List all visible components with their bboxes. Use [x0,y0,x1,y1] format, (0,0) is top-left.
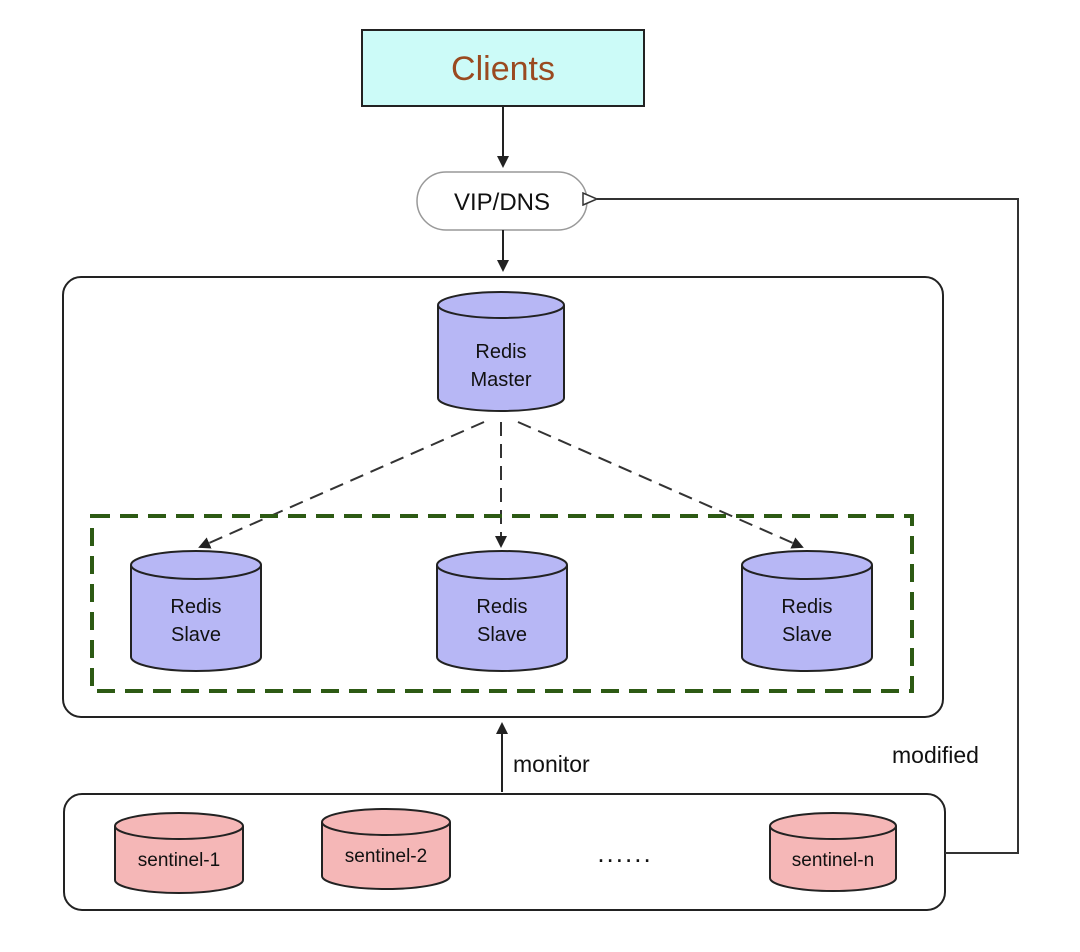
edge-master-to-slave-1 [198,421,485,549]
sentinel-ellipsis: ...... [597,838,652,868]
clients-label: Clients [451,50,555,88]
redis-slave-label-line2: Slave [171,624,221,646]
redis-slave-label-line1: Redis [170,596,221,618]
redis-slave-label-line2: Slave [477,624,527,646]
redis-slave-label-line1: Redis [476,596,527,618]
monitor-label: monitor [513,751,590,777]
slave-group-border [90,514,914,693]
sentinel-node: sentinel-1 [114,812,244,894]
redis-slave-label-line2: Slave [782,624,832,646]
sentinel-label: sentinel-2 [345,846,427,867]
clients-node: Clients [361,29,645,107]
redis-master-label-line1: Redis [475,341,526,363]
vip-dns-label: VIP/DNS [454,189,550,216]
redis-slave-node: Redis Slave [741,550,873,672]
redis-cluster-container [62,276,944,718]
edge-modified [597,199,1019,854]
redis-master-node: Redis Master [437,291,565,412]
vip-dns-node: VIP/DNS [416,171,588,231]
modified-label: modified [892,742,979,768]
redis-master-label-line2: Master [470,369,531,391]
sentinel-label: sentinel-n [792,850,874,871]
redis-slave-label-line1: Redis [781,596,832,618]
redis-slave-node: Redis Slave [130,550,262,672]
sentinel-node: sentinel-n [769,812,897,892]
redis-slave-node: Redis Slave [436,550,568,672]
sentinel-label: sentinel-1 [138,850,220,871]
sentinel-node: sentinel-2 [321,808,451,890]
edge-master-to-slave-3 [517,421,804,549]
